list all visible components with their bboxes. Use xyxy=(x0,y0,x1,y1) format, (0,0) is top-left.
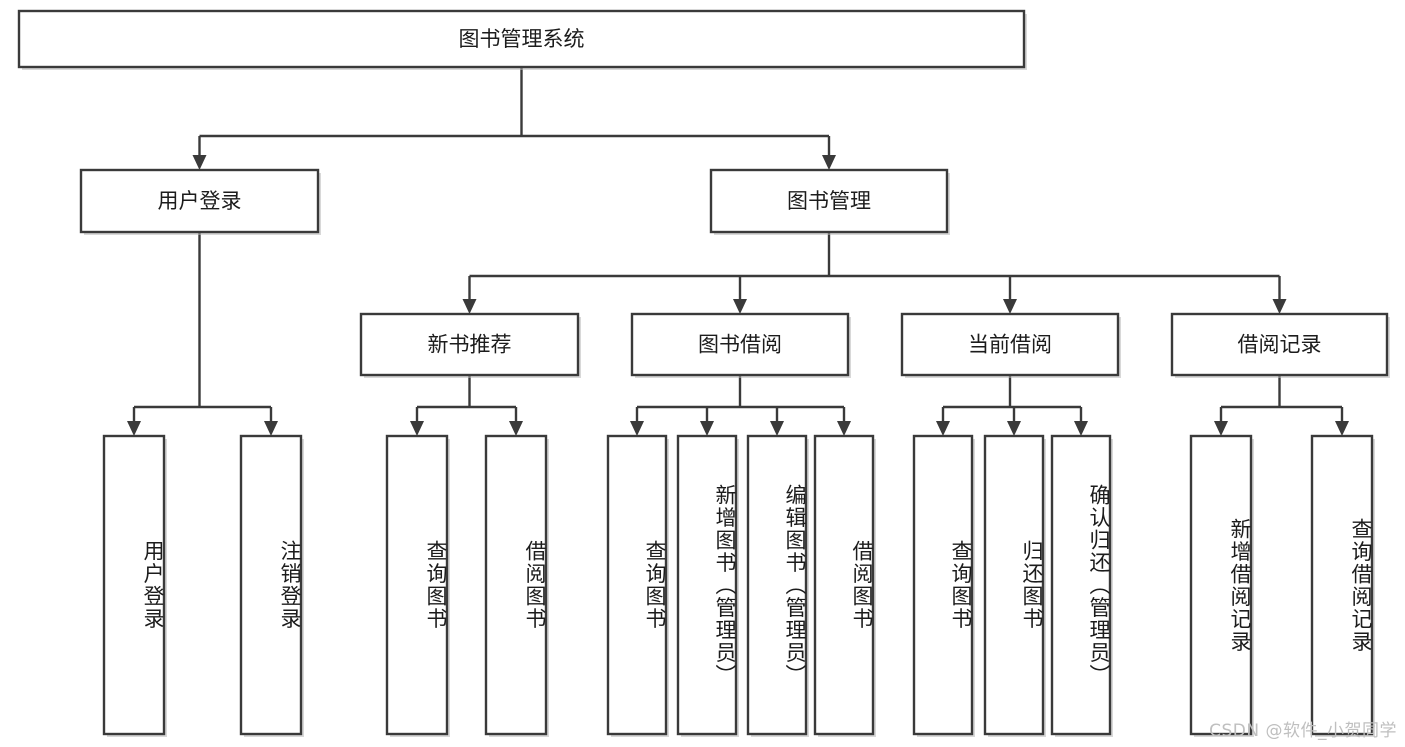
node-root-label: 图书管理系统 xyxy=(459,27,585,51)
node-leaf-10[interactable] xyxy=(1050,434,1112,736)
conn-l3-3-branch-0-head xyxy=(1214,421,1228,436)
node-root[interactable] xyxy=(17,9,1026,69)
conn-mgmt-branch-0-head xyxy=(462,299,477,314)
conn-l3-1-branch-3-head xyxy=(837,421,851,436)
conn-l3-3-branch-1-head xyxy=(1335,421,1349,436)
conn-l3-0-branch-1-head xyxy=(509,421,523,436)
conn-l3-2-branch-2-head xyxy=(1074,421,1088,436)
node-level2-1[interactable] xyxy=(709,168,949,234)
node-leaf-11[interactable] xyxy=(1189,434,1253,736)
conn-l3-0-branch-0-head xyxy=(410,421,424,436)
node-leaf-1[interactable] xyxy=(239,434,303,736)
conn-login-branch-0-head xyxy=(127,421,141,436)
node-level3-0[interactable] xyxy=(359,312,580,377)
node-level3-label-1: 图书借阅 xyxy=(698,333,782,357)
node-leaf-7[interactable] xyxy=(813,434,875,736)
conn-l3-1-branch-1-head xyxy=(700,421,714,436)
node-leaf-5[interactable] xyxy=(676,434,738,736)
watermark-text: CSDN @软件_小贺同学 xyxy=(1209,721,1397,741)
node-level2-label-1: 图书管理 xyxy=(787,189,871,213)
conn-root-branch-0-head xyxy=(192,155,207,170)
connector-layer xyxy=(127,67,1349,436)
node-leaf-9[interactable] xyxy=(983,434,1045,736)
conn-root-branch-1-head xyxy=(822,155,836,170)
node-leaf-12[interactable] xyxy=(1310,434,1374,736)
node-level3-1[interactable] xyxy=(630,312,850,377)
conn-mgmt-branch-2-head xyxy=(1003,299,1017,314)
node-level3-3[interactable] xyxy=(1170,312,1389,377)
node-leaf-0[interactable] xyxy=(102,434,166,736)
conn-l3-1-branch-0-head xyxy=(630,421,644,436)
node-box-layer xyxy=(17,9,1390,737)
node-level3-label-2: 当前借阅 xyxy=(968,333,1052,357)
conn-login-branch-1-head xyxy=(264,421,278,436)
conn-l3-2-branch-1-head xyxy=(1007,421,1021,436)
node-level2-label-0: 用户登录 xyxy=(158,189,242,213)
node-leaf-2[interactable] xyxy=(385,434,449,736)
node-level3-2[interactable] xyxy=(900,312,1120,377)
node-leaf-8[interactable] xyxy=(912,434,974,736)
conn-l3-2-branch-0-head xyxy=(936,421,950,436)
conn-mgmt-branch-1-head xyxy=(733,299,747,314)
conn-l3-1-branch-2-head xyxy=(770,421,784,436)
node-leaf-3[interactable] xyxy=(484,434,548,736)
node-level2-0[interactable] xyxy=(79,168,320,234)
conn-mgmt-branch-3-head xyxy=(1272,299,1287,314)
node-level3-label-3: 借阅记录 xyxy=(1238,333,1322,357)
node-leaf-6[interactable] xyxy=(746,434,808,736)
node-level3-label-0: 新书推荐 xyxy=(428,333,512,357)
node-leaf-4[interactable] xyxy=(606,434,668,736)
